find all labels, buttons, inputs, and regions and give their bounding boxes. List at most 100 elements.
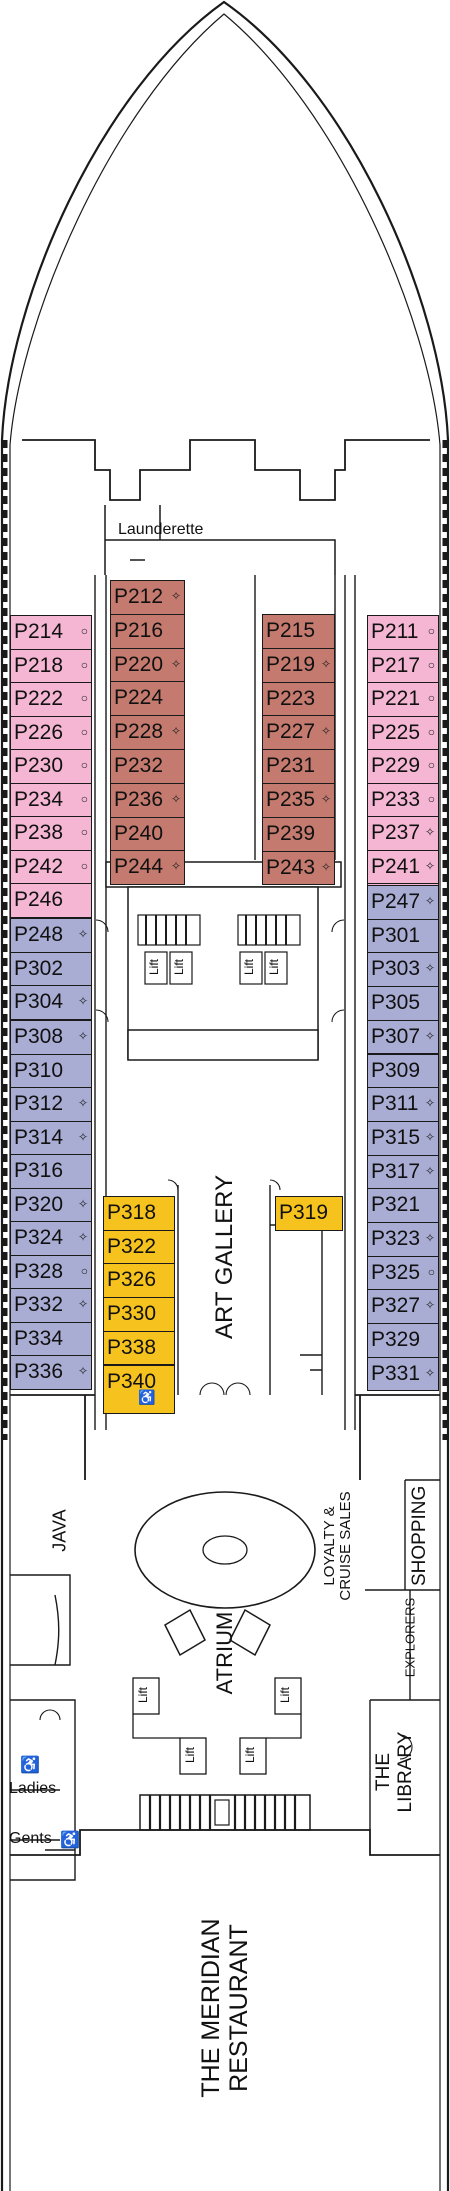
cabin-p242[interactable]: P242○ bbox=[10, 849, 92, 884]
cabin-p318[interactable]: P318 bbox=[103, 1196, 175, 1231]
cabin-p308[interactable]: P308✧ bbox=[10, 1020, 92, 1055]
cabin-p321[interactable]: P321 bbox=[367, 1188, 439, 1223]
aft-stair-treads bbox=[148, 1795, 297, 1830]
gents-icon: ♿ bbox=[60, 1832, 80, 1849]
cabin-p310[interactable]: P310 bbox=[10, 1053, 92, 1088]
sofa-bed-icon: ○ bbox=[80, 791, 88, 806]
cabin-p320[interactable]: P320✧ bbox=[10, 1187, 92, 1222]
cabin-p317[interactable]: P317✧ bbox=[367, 1154, 439, 1190]
cabin-number: P314 bbox=[14, 1125, 64, 1149]
aft-stair-landing bbox=[214, 1799, 230, 1826]
cabin-number: P248 bbox=[14, 923, 64, 946]
cabin-p229[interactable]: P229○ bbox=[367, 749, 439, 784]
cabin-p217[interactable]: P217○ bbox=[367, 648, 439, 683]
cabin-p240[interactable]: P240 bbox=[110, 816, 185, 852]
cabin-p307[interactable]: P307✧ bbox=[367, 1019, 439, 1055]
cabin-p243[interactable]: P243✧ bbox=[262, 850, 335, 886]
cabin-p303[interactable]: P303✧ bbox=[367, 952, 439, 988]
cabin-p239[interactable]: P239 bbox=[262, 816, 335, 852]
cabin-p212[interactable]: P212✧ bbox=[110, 580, 185, 615]
lift-label-5: Lift bbox=[136, 1686, 151, 1704]
cabin-p211[interactable]: P211○ bbox=[367, 615, 439, 650]
cabin-p340[interactable]: P340♿ bbox=[103, 1364, 175, 1415]
cabin-p322[interactable]: P322 bbox=[103, 1229, 175, 1265]
cabin-p237[interactable]: P237✧ bbox=[367, 816, 439, 851]
cabin-p323[interactable]: P323✧ bbox=[367, 1222, 439, 1257]
cabin-number: P305 bbox=[371, 991, 421, 1015]
cabin-p227[interactable]: P227✧ bbox=[262, 715, 335, 751]
cabin-p305[interactable]: P305 bbox=[367, 986, 439, 1021]
cabin-p331[interactable]: P331✧ bbox=[367, 1356, 439, 1392]
cabin-number: P244 bbox=[114, 855, 164, 879]
inner-hull bbox=[9, 13, 441, 2191]
cabin-p314[interactable]: P314✧ bbox=[10, 1120, 92, 1155]
cabin-p226[interactable]: P226○ bbox=[10, 715, 92, 750]
cabin-p234[interactable]: P234○ bbox=[10, 782, 92, 817]
cabin-p214[interactable]: P214○ bbox=[10, 615, 92, 650]
cabin-p311[interactable]: P311✧ bbox=[367, 1087, 439, 1122]
cabin-p224[interactable]: P224 bbox=[110, 681, 185, 717]
cabin-number: P227 bbox=[266, 720, 316, 744]
cabin-number: P319 bbox=[279, 1201, 329, 1224]
cabin-p324[interactable]: P324✧ bbox=[10, 1221, 92, 1256]
cabin-number: P307 bbox=[371, 1024, 421, 1048]
lift-box-1 bbox=[144, 951, 168, 985]
atrium-dome bbox=[134, 1491, 316, 1609]
cabin-p304[interactable]: P304✧ bbox=[10, 985, 92, 1020]
cabin-p244[interactable]: P244✧ bbox=[110, 850, 185, 886]
cabin-p326[interactable]: P326 bbox=[103, 1263, 175, 1299]
cabin-p215[interactable]: P215 bbox=[262, 614, 335, 649]
cabin-p315[interactable]: P315✧ bbox=[367, 1120, 439, 1156]
cabin-p327[interactable]: P327✧ bbox=[367, 1289, 439, 1325]
cabin-p231[interactable]: P231 bbox=[262, 749, 335, 784]
cabin-p220[interactable]: P220✧ bbox=[110, 647, 185, 683]
extra-bed-icon: ✧ bbox=[170, 724, 181, 739]
atrium-center bbox=[202, 1535, 248, 1565]
cabin-p228[interactable]: P228✧ bbox=[110, 715, 185, 750]
cabin-p216[interactable]: P216 bbox=[110, 613, 185, 649]
cabin-p238[interactable]: P238○ bbox=[10, 816, 92, 851]
cabin-p338[interactable]: P338 bbox=[103, 1330, 175, 1366]
cabin-number: P216 bbox=[114, 618, 164, 642]
cabin-p233[interactable]: P233○ bbox=[367, 782, 439, 817]
atrium-label: ATRIUM bbox=[212, 1611, 237, 1695]
cabin-p247[interactable]: P247✧ bbox=[367, 885, 439, 920]
cabin-number: P247 bbox=[371, 890, 421, 913]
cabin-p230[interactable]: P230○ bbox=[10, 749, 92, 784]
cabin-p218[interactable]: P218○ bbox=[10, 648, 92, 683]
cabin-p336[interactable]: P336✧ bbox=[10, 1355, 92, 1390]
cabin-p334[interactable]: P334 bbox=[10, 1321, 92, 1356]
launderette-walls bbox=[104, 505, 336, 575]
cabin-p330[interactable]: P330 bbox=[103, 1297, 175, 1332]
cabin-p312[interactable]: P312✧ bbox=[10, 1087, 92, 1122]
cabin-p316[interactable]: P316 bbox=[10, 1154, 92, 1189]
wheelchair-icon: ♿ bbox=[138, 1388, 156, 1405]
cabin-p319[interactable]: P319 bbox=[275, 1196, 343, 1231]
cabin-p328[interactable]: P328○ bbox=[10, 1254, 92, 1289]
cabin-p329[interactable]: P329 bbox=[367, 1323, 439, 1358]
cabin-p223[interactable]: P223 bbox=[262, 681, 335, 717]
lift-label-7: Lift bbox=[183, 1746, 198, 1764]
cabin-p235[interactable]: P235✧ bbox=[262, 783, 335, 818]
cabin-p232[interactable]: P232 bbox=[110, 749, 185, 784]
extra-bed-icon: ✧ bbox=[424, 1028, 435, 1043]
cabin-p325[interactable]: P325○ bbox=[367, 1255, 439, 1291]
cabin-p241[interactable]: P241✧ bbox=[367, 849, 439, 884]
cabin-p301[interactable]: P301 bbox=[367, 918, 439, 954]
cabin-p225[interactable]: P225○ bbox=[367, 715, 439, 750]
cabin-p309[interactable]: P309 bbox=[367, 1053, 439, 1089]
cabin-p221[interactable]: P221○ bbox=[367, 682, 439, 717]
cabin-p222[interactable]: P222○ bbox=[10, 682, 92, 717]
cabin-number: P320 bbox=[14, 1192, 64, 1216]
cabin-p246[interactable]: P246 bbox=[10, 883, 92, 918]
cabin-p219[interactable]: P219✧ bbox=[262, 647, 335, 683]
cabin-p332[interactable]: P332✧ bbox=[10, 1288, 92, 1323]
cabin-p248[interactable]: P248✧ bbox=[10, 918, 92, 953]
cabin-number: P308 bbox=[14, 1025, 64, 1048]
extra-bed-icon: ✧ bbox=[170, 656, 181, 671]
cabin-number: P246 bbox=[14, 888, 64, 911]
restaurant-boundary bbox=[10, 1829, 440, 1856]
cabin-p236[interactable]: P236✧ bbox=[110, 782, 185, 818]
cabin-p302[interactable]: P302 bbox=[10, 951, 92, 986]
